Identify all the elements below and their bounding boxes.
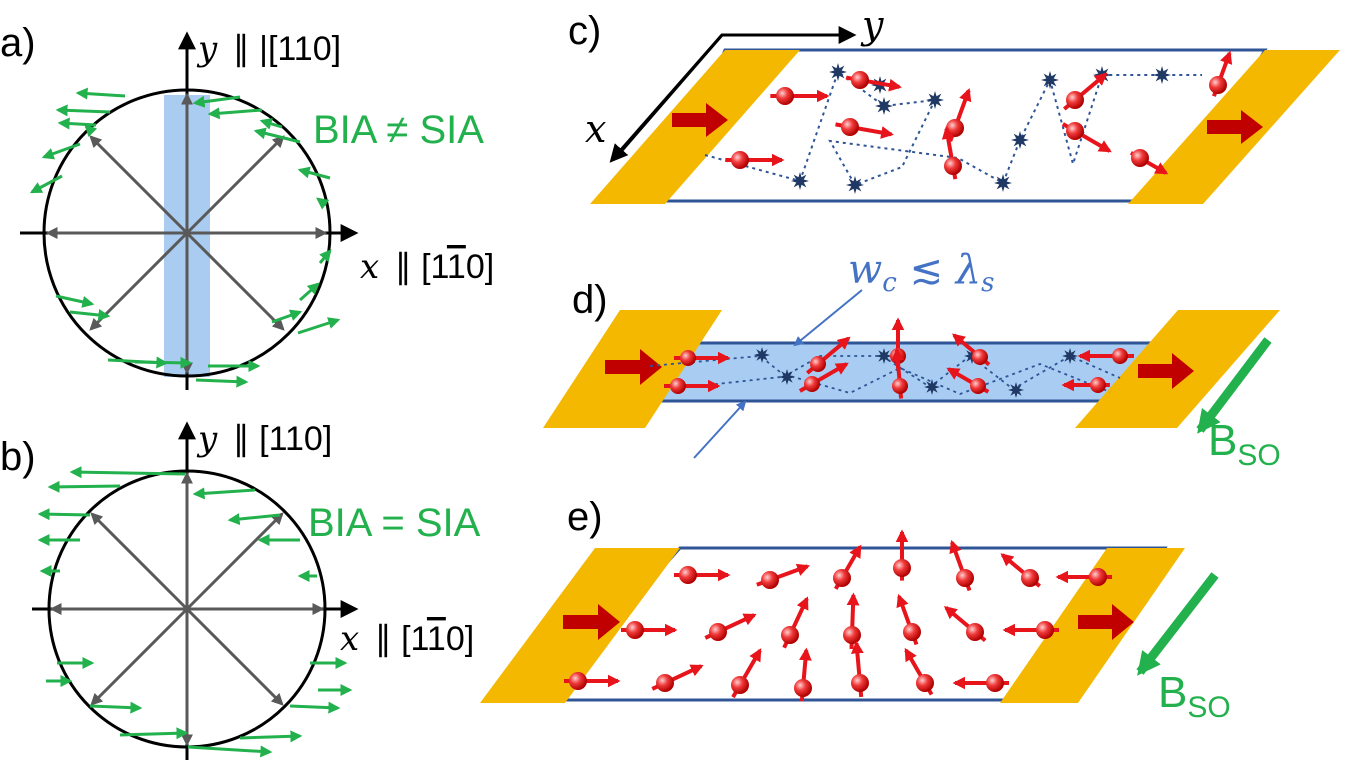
spin-electron-icon xyxy=(1063,72,1108,111)
impurity-star-icon xyxy=(754,347,770,363)
spin-electron-icon xyxy=(1055,568,1112,586)
panel-b-label: b) xyxy=(0,435,36,479)
spin-electron-icon xyxy=(1077,348,1134,364)
spin-electron-icon xyxy=(851,640,869,698)
x-axis-label-b: x ∥ [110] xyxy=(340,619,474,659)
spin-electron-icon xyxy=(704,613,757,641)
spin-electron-icon xyxy=(949,539,974,592)
bso-arrow-e xyxy=(1136,572,1219,676)
spin-electron-icon xyxy=(806,336,851,375)
spin-electron-icon xyxy=(1000,553,1041,588)
momentum-arrows-a xyxy=(45,92,328,375)
bso-arrow-d xyxy=(1196,337,1272,434)
spin-electron-icon xyxy=(833,544,862,590)
panel-e: e) BSO xyxy=(480,495,1231,724)
current-arrows-c xyxy=(672,103,1263,144)
spin-electron-icon xyxy=(946,367,990,394)
momentum-arrows-b xyxy=(49,471,325,747)
current-arrow-icon xyxy=(1207,110,1263,144)
current-arrows-e xyxy=(563,604,1134,640)
spin-electron-icon xyxy=(904,647,934,696)
current-arrow-icon xyxy=(672,103,728,137)
spin-electron-icon xyxy=(896,593,921,646)
spin-orbit-arrows-a xyxy=(29,87,341,388)
y-axis-label-a: y ∥ |[110] xyxy=(196,29,341,69)
condition-b: BIA = SIA xyxy=(308,501,481,545)
impurity-star-icon xyxy=(1008,382,1024,398)
x-axis-label-a: x ∥ [110] xyxy=(360,247,494,287)
impurity-star-icon xyxy=(846,176,864,194)
electron-path-d2 xyxy=(679,363,1111,395)
electron-path-d xyxy=(649,354,1121,391)
impurity-star-icon xyxy=(779,369,795,385)
spin-electron-icon xyxy=(674,566,731,584)
current-arrow-icon xyxy=(1138,353,1194,389)
spin-electron-icon xyxy=(843,592,861,650)
impurity-star-icon xyxy=(791,172,809,190)
panel-d: d) wc ≲ λs BSO xyxy=(543,247,1281,472)
bso-label-d: BSO xyxy=(1208,416,1281,472)
spin-orbit-arrows-b xyxy=(37,466,353,758)
spin-electron-icon xyxy=(664,378,721,394)
spin-electron-icon xyxy=(674,350,731,366)
spin-electron-icon xyxy=(845,71,902,92)
spin-electron-icon xyxy=(952,333,991,367)
spin-electron-icon xyxy=(952,674,1009,692)
c-x-label: x xyxy=(585,107,606,151)
spins-e xyxy=(564,529,1112,702)
impurity-star-icon xyxy=(1041,71,1059,89)
spins-c xyxy=(725,50,1233,180)
panel-c-label: c) xyxy=(568,9,601,53)
spin-electron-icon xyxy=(731,648,762,699)
spin-electron-icon xyxy=(941,126,962,180)
spin-electron-icon xyxy=(725,151,785,169)
spin-electron-icon xyxy=(1002,621,1059,639)
spin-electron-icon xyxy=(1061,377,1110,393)
current-arrow-icon xyxy=(605,349,662,385)
panel-d-label: d) xyxy=(572,278,608,322)
width-pointer-top xyxy=(793,289,863,347)
impurity-star-icon xyxy=(1153,66,1171,84)
impurity-star-icon xyxy=(829,63,847,81)
spin-electron-icon xyxy=(651,664,704,692)
spin-electron-icon xyxy=(1209,50,1233,97)
condition-a: BIA ≠ SIA xyxy=(313,108,484,152)
impurity-star-icon xyxy=(875,97,893,115)
spin-electron-icon xyxy=(781,596,809,649)
panel-b: b) xyxy=(0,419,481,760)
spin-electron-icon xyxy=(1129,149,1169,175)
bso-label-e: BSO xyxy=(1158,668,1231,724)
impurity-star-icon xyxy=(876,348,892,364)
spin-electron-icon xyxy=(1061,122,1112,153)
y-axis-label-b: y ∥ [110] xyxy=(196,419,332,459)
current-arrow-icon xyxy=(1078,604,1134,640)
spin-electron-icon xyxy=(621,621,678,639)
spin-electron-icon xyxy=(891,347,908,399)
panel-a-label: a) xyxy=(0,21,36,65)
impurity-star-icon xyxy=(994,174,1012,192)
current-arrow-icon xyxy=(563,604,620,640)
spin-electron-icon xyxy=(798,362,849,393)
panel-a: a) xyxy=(0,21,494,390)
spin-electron-icon xyxy=(794,647,812,702)
spins-d xyxy=(664,317,1134,399)
spin-electron-icon xyxy=(564,672,621,690)
current-arrows-d xyxy=(605,349,1194,389)
spin-electron-icon xyxy=(893,529,911,581)
c-y-label: y xyxy=(860,3,884,47)
impurity-star-icon xyxy=(926,91,944,109)
width-relation-d: wc ≲ λs xyxy=(848,247,994,298)
impurity-star-icon xyxy=(924,379,940,395)
spin-electron-icon xyxy=(756,563,811,589)
width-pointer-bottom xyxy=(693,400,747,459)
spin-electron-icon xyxy=(770,87,830,105)
panel-c: c) x y xyxy=(568,3,1340,204)
panel-e-label: e) xyxy=(567,495,603,539)
spin-electron-icon xyxy=(835,118,894,139)
impurity-star-icon xyxy=(1011,131,1029,149)
spin-electron-icon xyxy=(943,605,987,643)
impurity-star-icon xyxy=(1062,348,1078,364)
